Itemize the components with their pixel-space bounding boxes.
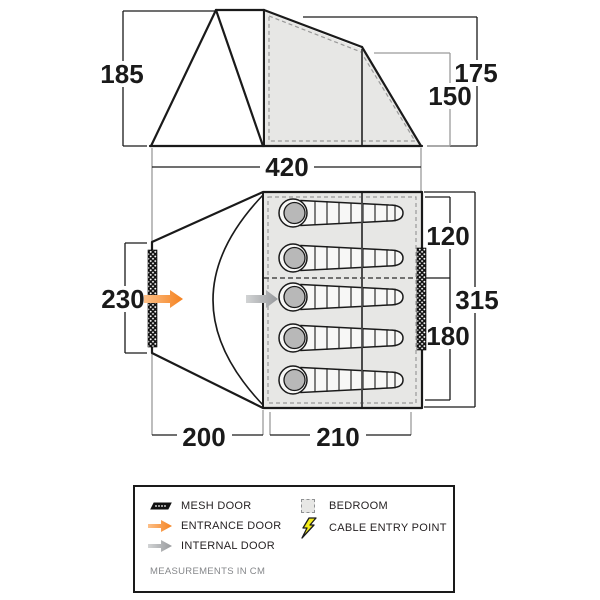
internal-door-arrow-icon xyxy=(147,539,173,553)
legend-box: MESH DOOR ENTRANCE DOOR xyxy=(133,485,455,593)
legend-label: INTERNAL DOOR xyxy=(181,540,275,552)
legend-item-internal-door: INTERNAL DOOR xyxy=(147,536,281,556)
dimension-150 xyxy=(374,52,451,147)
legend-left-column: MESH DOOR ENTRANCE DOOR xyxy=(147,496,281,556)
floor-plan-view: 230 120 180 315 200 xyxy=(101,190,499,452)
diagram-canvas: 185 175 150 420 xyxy=(100,8,499,452)
legend-item-cable-entry: CABLE ENTRY POINT xyxy=(295,516,447,540)
dimension-185 xyxy=(122,10,215,147)
legend-item-mesh-door: MESH DOOR xyxy=(147,496,281,516)
legend-label: ENTRANCE DOOR xyxy=(181,520,282,532)
dim-label-bedroom-rear-section: 120 xyxy=(426,221,469,251)
dimension-315 xyxy=(424,191,476,408)
entrance-door-arrow xyxy=(144,290,183,308)
side-bedroom-panel xyxy=(266,12,419,145)
legend-label: CABLE ENTRY POINT xyxy=(329,522,447,534)
legend-label: MESH DOOR xyxy=(181,500,252,512)
mesh-door-icon xyxy=(147,501,173,511)
bedroom-swatch-icon xyxy=(295,499,321,513)
legend-right-column: BEDROOM CABLE ENTRY POINT xyxy=(295,496,447,540)
side-elevation-view: 185 175 150 420 xyxy=(100,8,498,182)
dimension-180 xyxy=(425,278,451,401)
legend-item-bedroom: BEDROOM xyxy=(295,496,447,516)
inner-tent-arc xyxy=(212,194,264,406)
dim-label-bedroom-front-section: 180 xyxy=(426,321,469,351)
legend-label: BEDROOM xyxy=(329,500,388,512)
side-bedroom-inner-dashed xyxy=(268,15,417,142)
dimension-230 xyxy=(124,242,147,354)
legend-item-entrance-door: ENTRANCE DOOR xyxy=(147,516,281,536)
dim-label-living-length: 200 xyxy=(182,422,225,452)
dim-label-left-height: 185 xyxy=(100,59,143,89)
mesh-door-right xyxy=(416,247,427,351)
dim-label-living-width: 230 xyxy=(101,284,144,314)
side-tent-outline xyxy=(148,8,424,148)
dim-label-bedroom-length: 210 xyxy=(316,422,359,452)
dim-label-bedroom-width: 315 xyxy=(455,285,498,315)
dim-label-peak-height: 175 xyxy=(454,58,497,88)
cable-entry-point-icon xyxy=(295,517,321,539)
entrance-door-arrow-icon xyxy=(147,519,173,533)
dim-label-inner-height: 150 xyxy=(428,81,471,111)
dimension-120 xyxy=(425,196,451,279)
dim-label-total-width: 420 xyxy=(265,152,308,182)
measurements-note: MEASUREMENTS IN CM xyxy=(150,566,266,577)
internal-door-arrow xyxy=(246,290,278,308)
